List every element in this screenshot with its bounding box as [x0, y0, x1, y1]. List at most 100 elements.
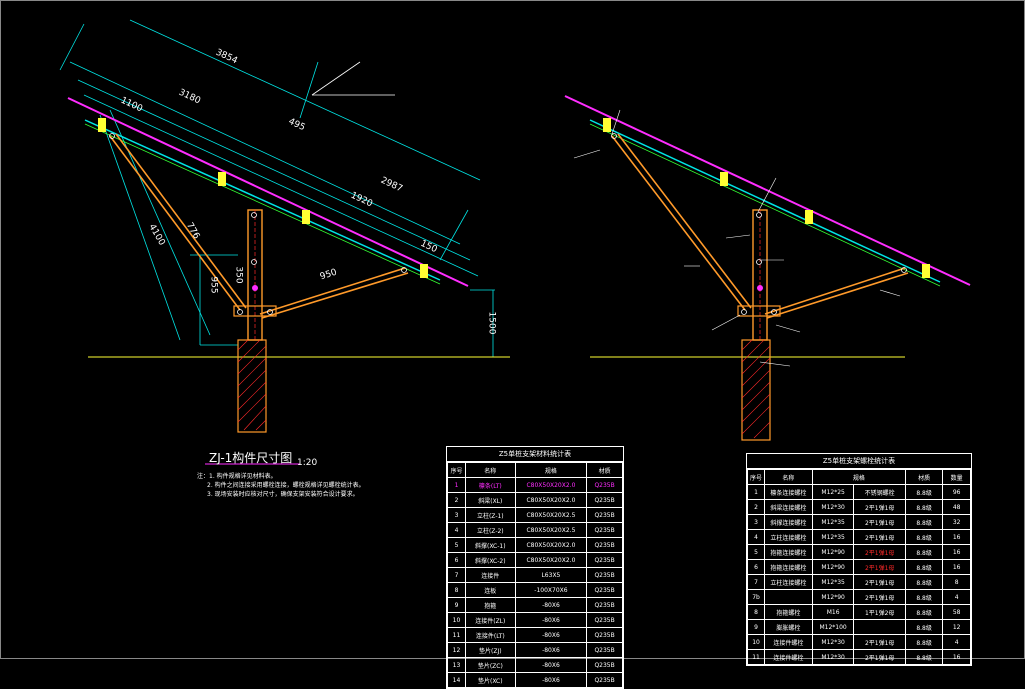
- figure-title: ZJ-1构件尺寸图: [209, 451, 293, 465]
- table-cell: 檩条连接螺栓: [764, 484, 813, 500]
- table-cell: 斜梁(XL): [464, 492, 516, 508]
- table-cell: 膨胀螺栓: [764, 619, 813, 635]
- table-cell: 16: [942, 649, 971, 665]
- table-cell: Q235B: [586, 612, 623, 628]
- table-cell: 2: [746, 499, 766, 515]
- table-cell: 抱箍连接螺栓: [764, 544, 813, 560]
- table-cell: 8.8级: [904, 574, 944, 590]
- braces-left: [109, 133, 409, 319]
- table-cell: 连板: [464, 582, 516, 598]
- table-cell: 立柱(Z-2): [464, 522, 516, 538]
- table-cell: 2: [447, 492, 466, 508]
- table-cell: 8.8级: [904, 529, 944, 545]
- table-cell: M12*25: [811, 484, 855, 500]
- table-cell: 8.8级: [904, 589, 944, 605]
- header-cell: 序号: [746, 469, 766, 485]
- purlins-right: [603, 118, 930, 278]
- table-cell: 檩条(LT): [464, 477, 516, 493]
- table-cell: 连接件: [464, 567, 516, 583]
- table-cell: 11: [447, 627, 466, 643]
- table-cell: M12*35: [811, 574, 855, 590]
- table-cell: 96: [942, 484, 971, 500]
- table-cell: 8.8级: [904, 559, 944, 575]
- table-cell: M12*35: [811, 514, 855, 530]
- table-cell: 4: [746, 529, 766, 545]
- table-cell: 12: [447, 642, 466, 658]
- table-cell: -80X6: [514, 672, 588, 688]
- table-cell: 48: [942, 499, 971, 515]
- table-cell: C80X50X20X2.0: [514, 552, 588, 568]
- table-cell: 1: [746, 484, 766, 500]
- table-cell: C80X50X20X2.5: [514, 507, 588, 523]
- table-cell: -80X6: [514, 642, 588, 658]
- braces-right: [611, 133, 909, 319]
- left-support-drawing: [59, 19, 510, 433]
- table-cell: 8: [942, 574, 971, 590]
- table-cell: 7b: [746, 589, 766, 605]
- clamp-right: [737, 305, 781, 317]
- figure-notes: 注：1. 构件规格详见材料表。 2. 构件之间连接采用螺栓连接，螺栓规格详见螺栓…: [197, 472, 365, 499]
- dimension-lines-left: [59, 19, 495, 357]
- table-cell: 4: [942, 589, 971, 605]
- leader-lines-right: [573, 109, 901, 367]
- table-cell: 16: [942, 559, 971, 575]
- table-cell: M12*30: [811, 649, 855, 665]
- table-cell: 5: [746, 544, 766, 560]
- pile-hatch-left: [237, 339, 267, 431]
- table-cell: -80X6: [514, 657, 588, 673]
- table-cell: -80X6: [514, 612, 588, 628]
- table-cell: 8.8级: [904, 484, 944, 500]
- bolt-table-title: Z5单桩支架螺栓统计表: [747, 454, 971, 469]
- table-cell: 13: [447, 657, 466, 673]
- table-cell: 垫片(XC): [464, 672, 516, 688]
- table-cell: M12*100: [811, 619, 855, 635]
- drawing-canvas: [59, 19, 971, 465]
- table-cell: 9: [746, 619, 766, 635]
- table-cell: 1平1弹2母: [853, 604, 906, 620]
- table-cell: 3: [746, 514, 766, 530]
- table-cell: 8.8级: [904, 604, 944, 620]
- table-cell: 10: [746, 634, 766, 650]
- table-cell: Q235B: [586, 507, 623, 523]
- table-cell: M12*90: [811, 544, 855, 560]
- table-cell: Q235B: [586, 567, 623, 583]
- bolts-right: [611, 133, 907, 315]
- table-cell: 立柱连接螺栓: [764, 574, 813, 590]
- table-cell: 11: [746, 649, 766, 665]
- pv-panel-right: [564, 95, 971, 286]
- table-cell: 斜撑连接螺栓: [764, 514, 813, 530]
- dim-label: 350: [233, 266, 244, 284]
- table-cell: 8.8级: [904, 499, 944, 515]
- table-cell: 斜梁连接螺栓: [764, 499, 813, 515]
- table-cell: 2平1弹1母: [853, 589, 906, 605]
- table-cell: 9: [447, 597, 466, 613]
- table-cell: 8: [746, 604, 766, 620]
- header-cell: 材质: [586, 462, 623, 478]
- table-cell: 6: [447, 552, 466, 568]
- table-cell: C80X50X20X2.0: [514, 537, 588, 553]
- table-cell: 10: [447, 612, 466, 628]
- table-cell: -100X70X6: [514, 582, 588, 598]
- table-cell: Q235B: [586, 537, 623, 553]
- header-cell: 名称: [764, 469, 813, 485]
- table-cell: 斜撑(XC-2): [464, 552, 516, 568]
- note-line: 注：1. 构件规格详见材料表。: [197, 473, 277, 480]
- table-cell: C80X50X20X2.0: [514, 492, 588, 508]
- right-support-drawing: [564, 95, 971, 441]
- table-cell: 连接件(LT): [464, 627, 516, 643]
- table-cell: 2平1弹1母: [853, 529, 906, 545]
